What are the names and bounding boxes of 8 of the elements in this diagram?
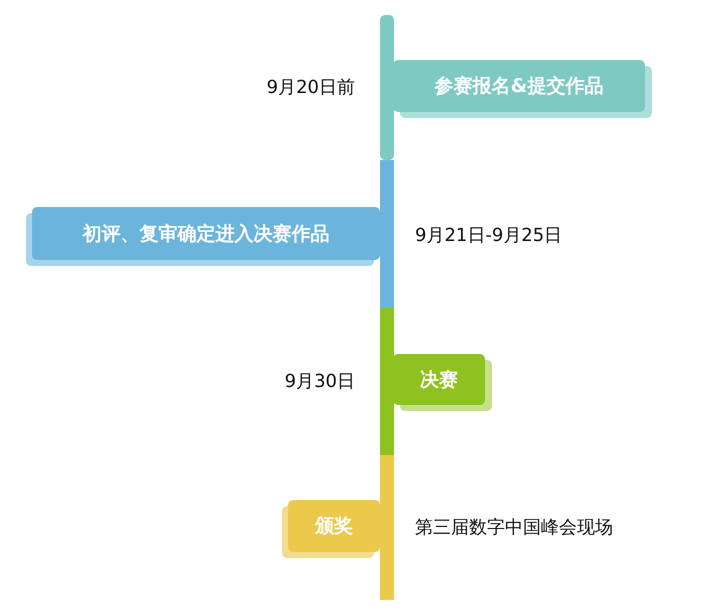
event-box: 初评、复审确定进入决赛作品	[32, 207, 380, 260]
event-box: 决赛	[393, 354, 485, 405]
date-label: 第三届数字中国峰会现场	[415, 516, 613, 540]
date-label: 9月30日	[284, 370, 355, 394]
date-label: 9月21日-9月25日	[415, 224, 562, 248]
event-box: 颁奖	[288, 500, 380, 552]
date-label: 9月20日前	[266, 76, 355, 100]
event-box: 参赛报名&提交作品	[393, 60, 645, 112]
